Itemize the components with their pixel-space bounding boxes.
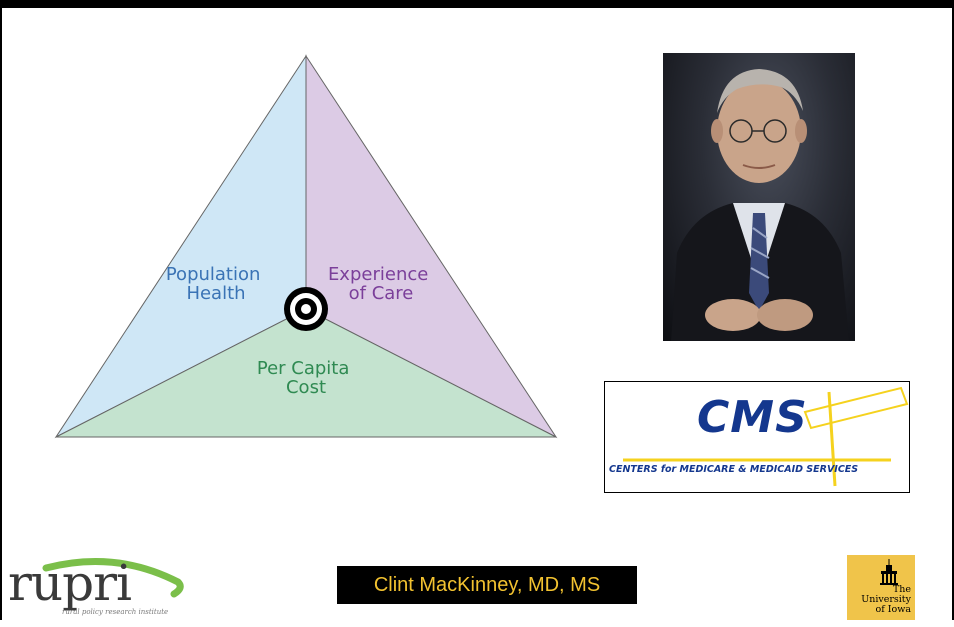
experience-of-care-label: Experience of Care <box>328 264 434 304</box>
university-of-iowa-wordmark: The University of Iowa <box>861 584 911 615</box>
rupri-logo: rupri rural policy research institute <box>6 554 196 620</box>
university-of-iowa-logo: The University of Iowa <box>847 555 915 620</box>
cms-logo: CMS CENTERS for MEDICARE & MEDICAID SERV… <box>604 381 910 493</box>
right-border <box>952 8 954 620</box>
per-capita-cost-label: Per Capita Cost <box>257 358 355 398</box>
rupri-tagline: rural policy research institute <box>62 608 169 616</box>
target-icon <box>284 287 328 331</box>
population-health-label: Population Health <box>166 264 266 304</box>
per-capita-cost-segment <box>55 308 557 438</box>
triple-aim-diagram: Population Health Experience of Care Per… <box>54 54 558 439</box>
presenter-photo <box>663 53 855 341</box>
left-border <box>0 8 2 620</box>
top-border <box>0 0 954 8</box>
old-capitol-icon <box>880 559 898 585</box>
cms-wordmark: CMS <box>697 392 808 443</box>
rupri-wordmark: rupri <box>8 554 132 612</box>
cms-subtitle: CENTERS for MEDICARE & MEDICAID SERVICES <box>609 464 859 475</box>
presenter-name: Clint MacKinney, MD, MS <box>337 566 637 604</box>
